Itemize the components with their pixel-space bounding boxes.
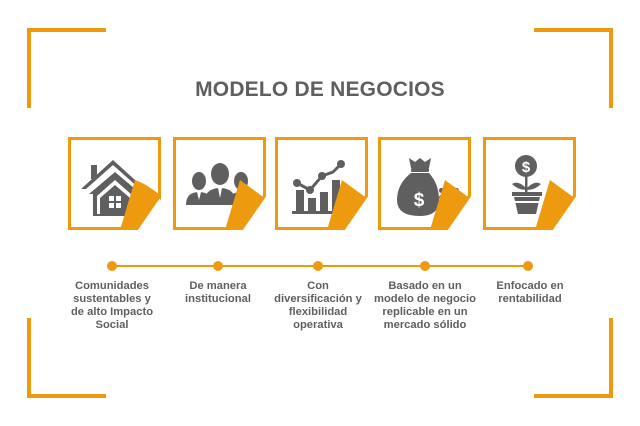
- corner-bracket-top-right: [534, 28, 613, 108]
- corner-bracket-bottom-right: [534, 318, 613, 398]
- timeline-dot-1: [107, 261, 117, 271]
- step-card-4: $: [377, 136, 473, 232]
- timeline-dot-3: [313, 261, 323, 271]
- timeline-dot-2: [213, 261, 223, 271]
- growth-chart-icon: [275, 137, 368, 230]
- timeline-dot-4: [420, 261, 430, 271]
- step-card-1: [67, 136, 163, 232]
- money-plant-icon: $: [483, 137, 576, 230]
- corner-bracket-top-left: [27, 28, 106, 108]
- timeline-dot-5: [523, 261, 533, 271]
- step-card-5: $: [482, 136, 578, 232]
- page-title: MODELO DE NEGOCIOS: [195, 78, 445, 101]
- step-label-5: Enfocado en rentabilidad: [496, 280, 564, 305]
- people-icon: [173, 137, 266, 230]
- step-card-3: [274, 136, 370, 232]
- svg-text:$: $: [522, 159, 531, 176]
- step-card-2: [172, 136, 268, 232]
- step-label-4: Basado en un modelo de negocio replicabl…: [374, 280, 476, 331]
- step-label-3: Con diversificación y flexibilidad opera…: [274, 280, 362, 331]
- corner-bracket-bottom-left: [27, 318, 106, 398]
- house-icon: [68, 137, 161, 230]
- money-bag-icon: $: [378, 137, 471, 230]
- step-label-2: De manera institucional: [185, 280, 251, 305]
- step-label-1: Comunidades sustentables y de alto Impac…: [70, 280, 154, 331]
- svg-text:$: $: [414, 190, 425, 211]
